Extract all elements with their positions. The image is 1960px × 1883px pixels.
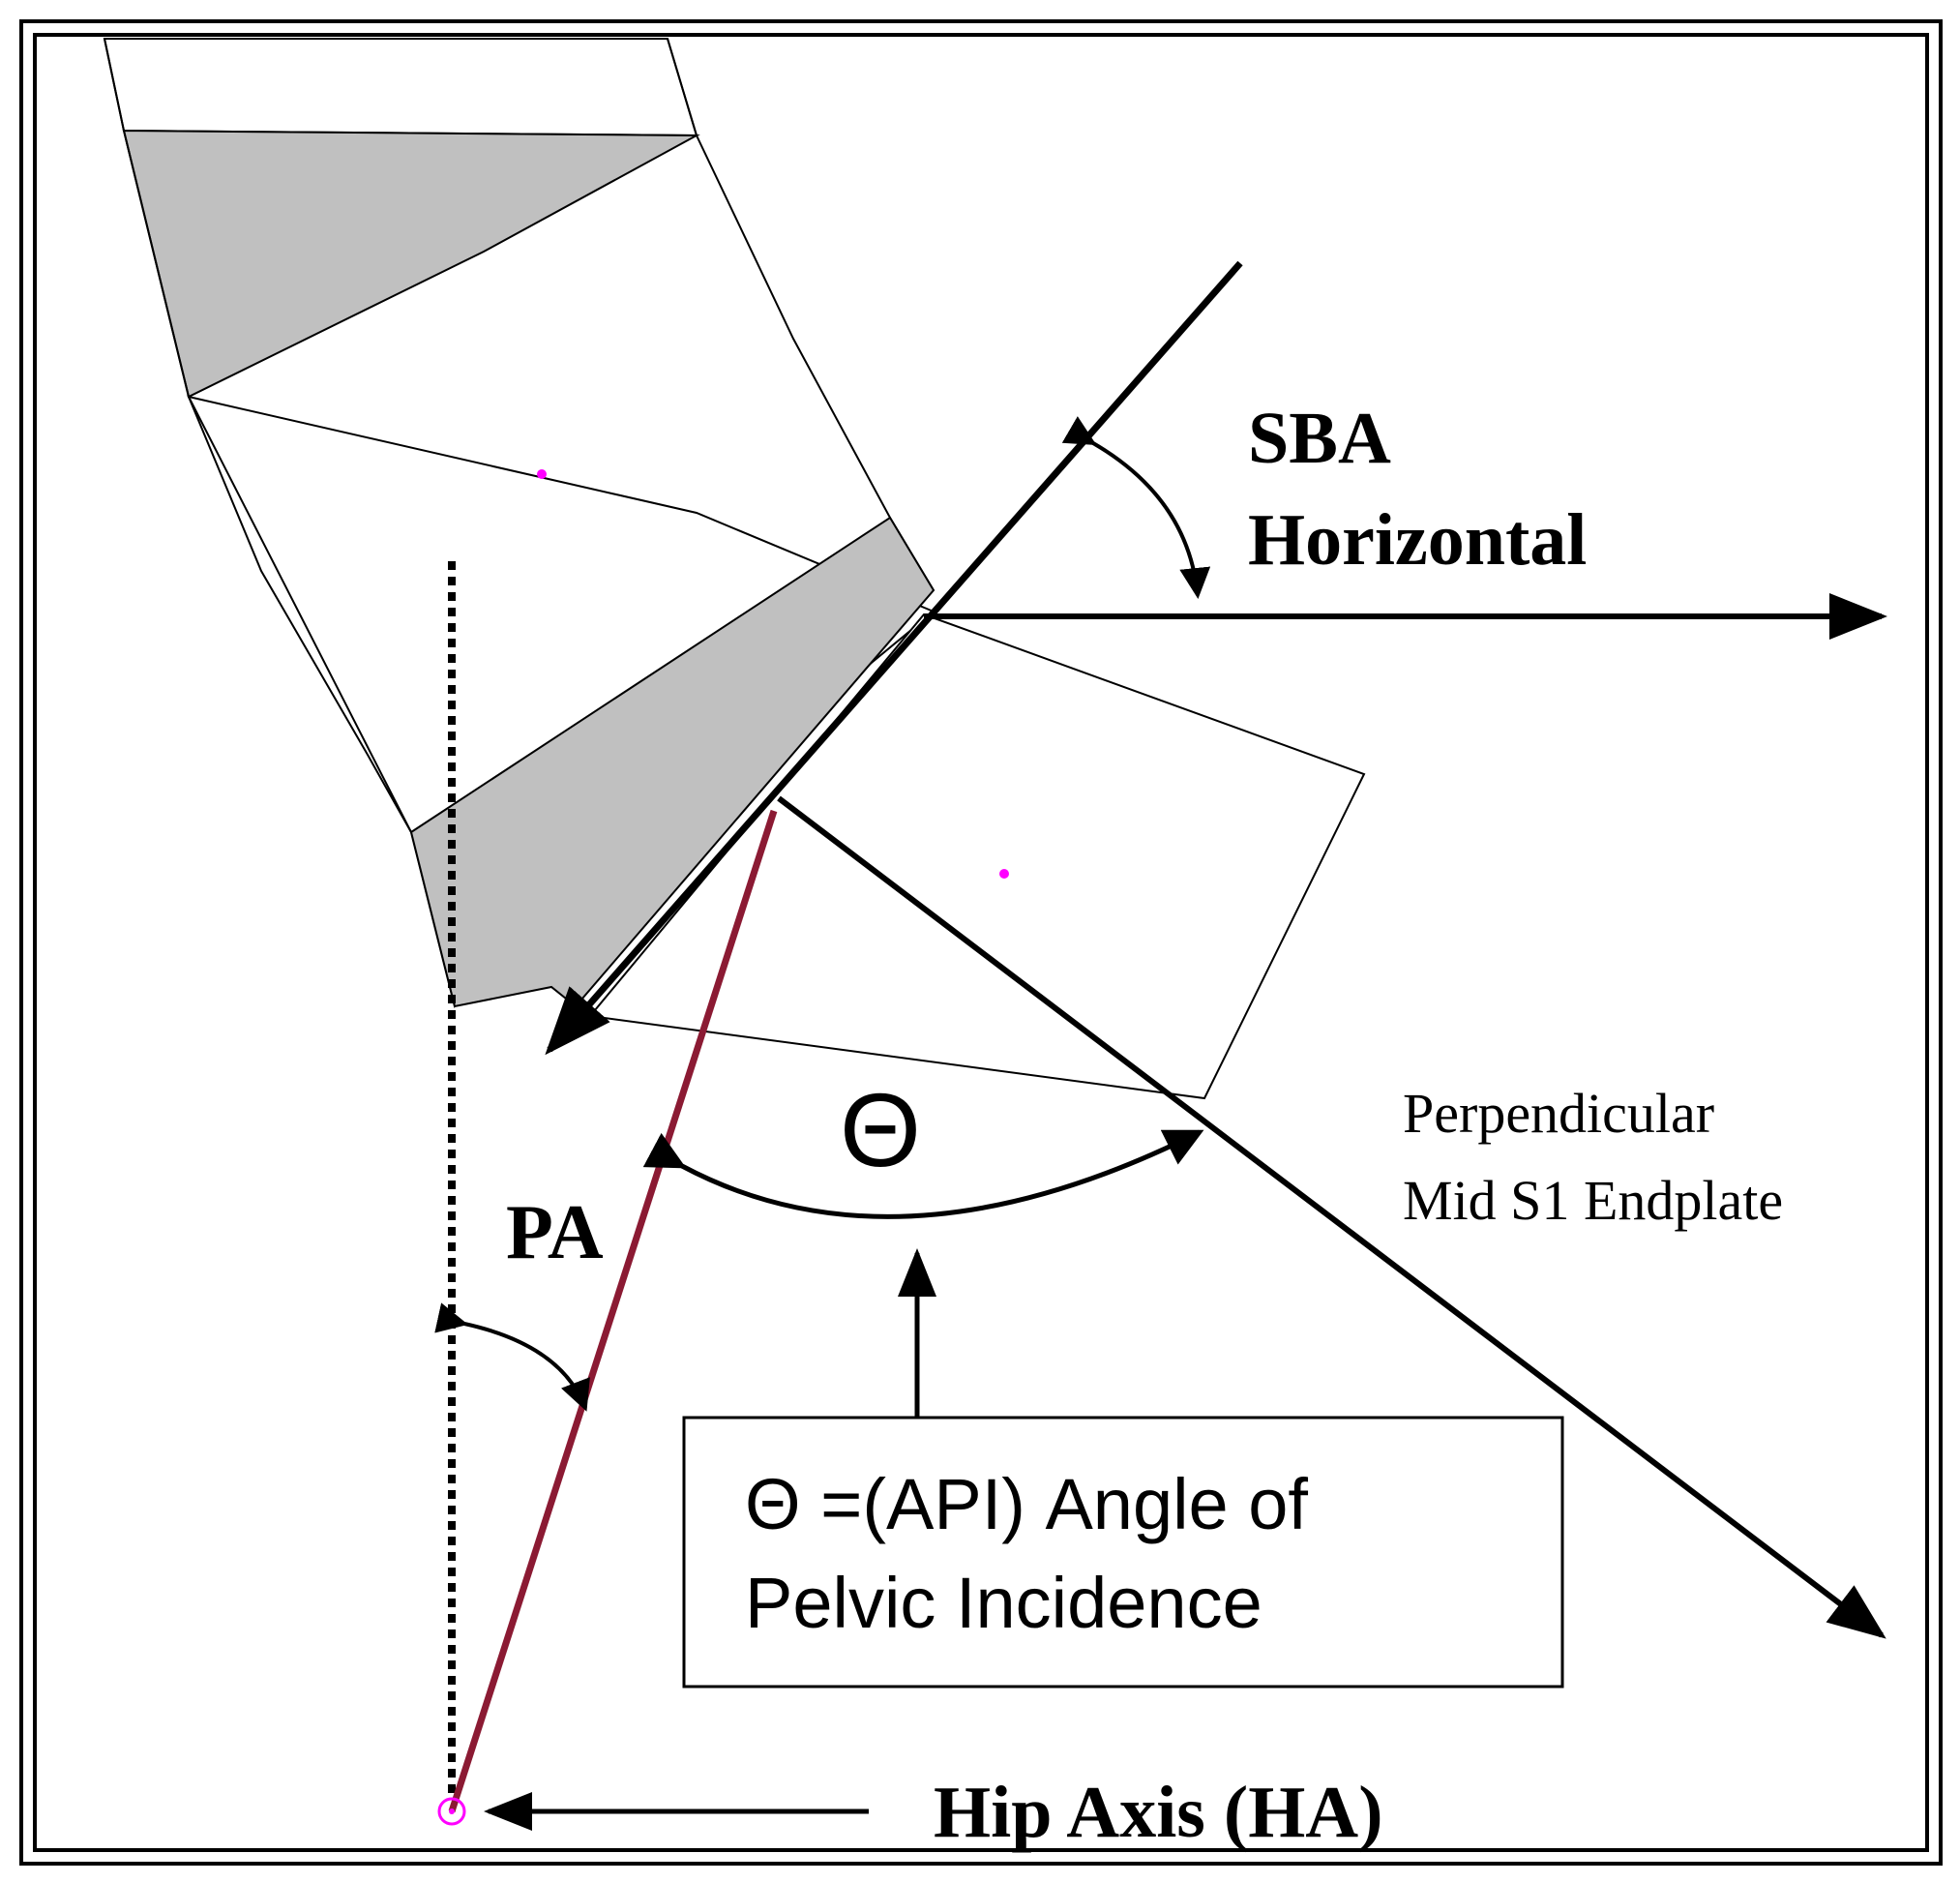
sacrum-s1: [588, 613, 1366, 1100]
label-perpendicular: Perpendicular: [1403, 1082, 1714, 1145]
vertebral-centroid-marker: [537, 469, 547, 479]
inner-frame: [33, 33, 1929, 1852]
label-theta: Θ: [840, 1071, 921, 1188]
label-sba: SBA: [1248, 398, 1391, 479]
vertebral-left-side: [104, 38, 412, 833]
perpendicular-line: [777, 795, 1886, 1639]
upper-vertebral-body: [103, 38, 698, 137]
label-mid-s1-endplate: Mid S1 Endplate: [1403, 1169, 1783, 1232]
legend-text-line1: Θ =(API) Angle of: [745, 1464, 1308, 1544]
theta-angle-arc: [642, 1129, 1204, 1219]
sacral-endplate-line: [545, 260, 1243, 1056]
label-hip-axis: Hip Axis (HA): [934, 1772, 1383, 1853]
upper-disc: [122, 129, 700, 399]
label-horizontal: Horizontal: [1248, 499, 1587, 581]
label-pa: PA: [506, 1190, 604, 1275]
sba-angle-arc: [1061, 416, 1211, 599]
hip-axis-center: [449, 1808, 455, 1814]
vertebral-right-side: [667, 38, 935, 591]
legend-text-line2: Pelvic Incidence: [745, 1563, 1262, 1643]
hip-axis-marker: [437, 1797, 466, 1826]
outer-frame: [19, 19, 1943, 1866]
pa-angle-arc: [434, 1302, 590, 1412]
legend-box: [682, 1416, 1564, 1689]
sacral-centroid-marker: [999, 869, 1009, 879]
pelvic-radius-line: [448, 809, 778, 1813]
